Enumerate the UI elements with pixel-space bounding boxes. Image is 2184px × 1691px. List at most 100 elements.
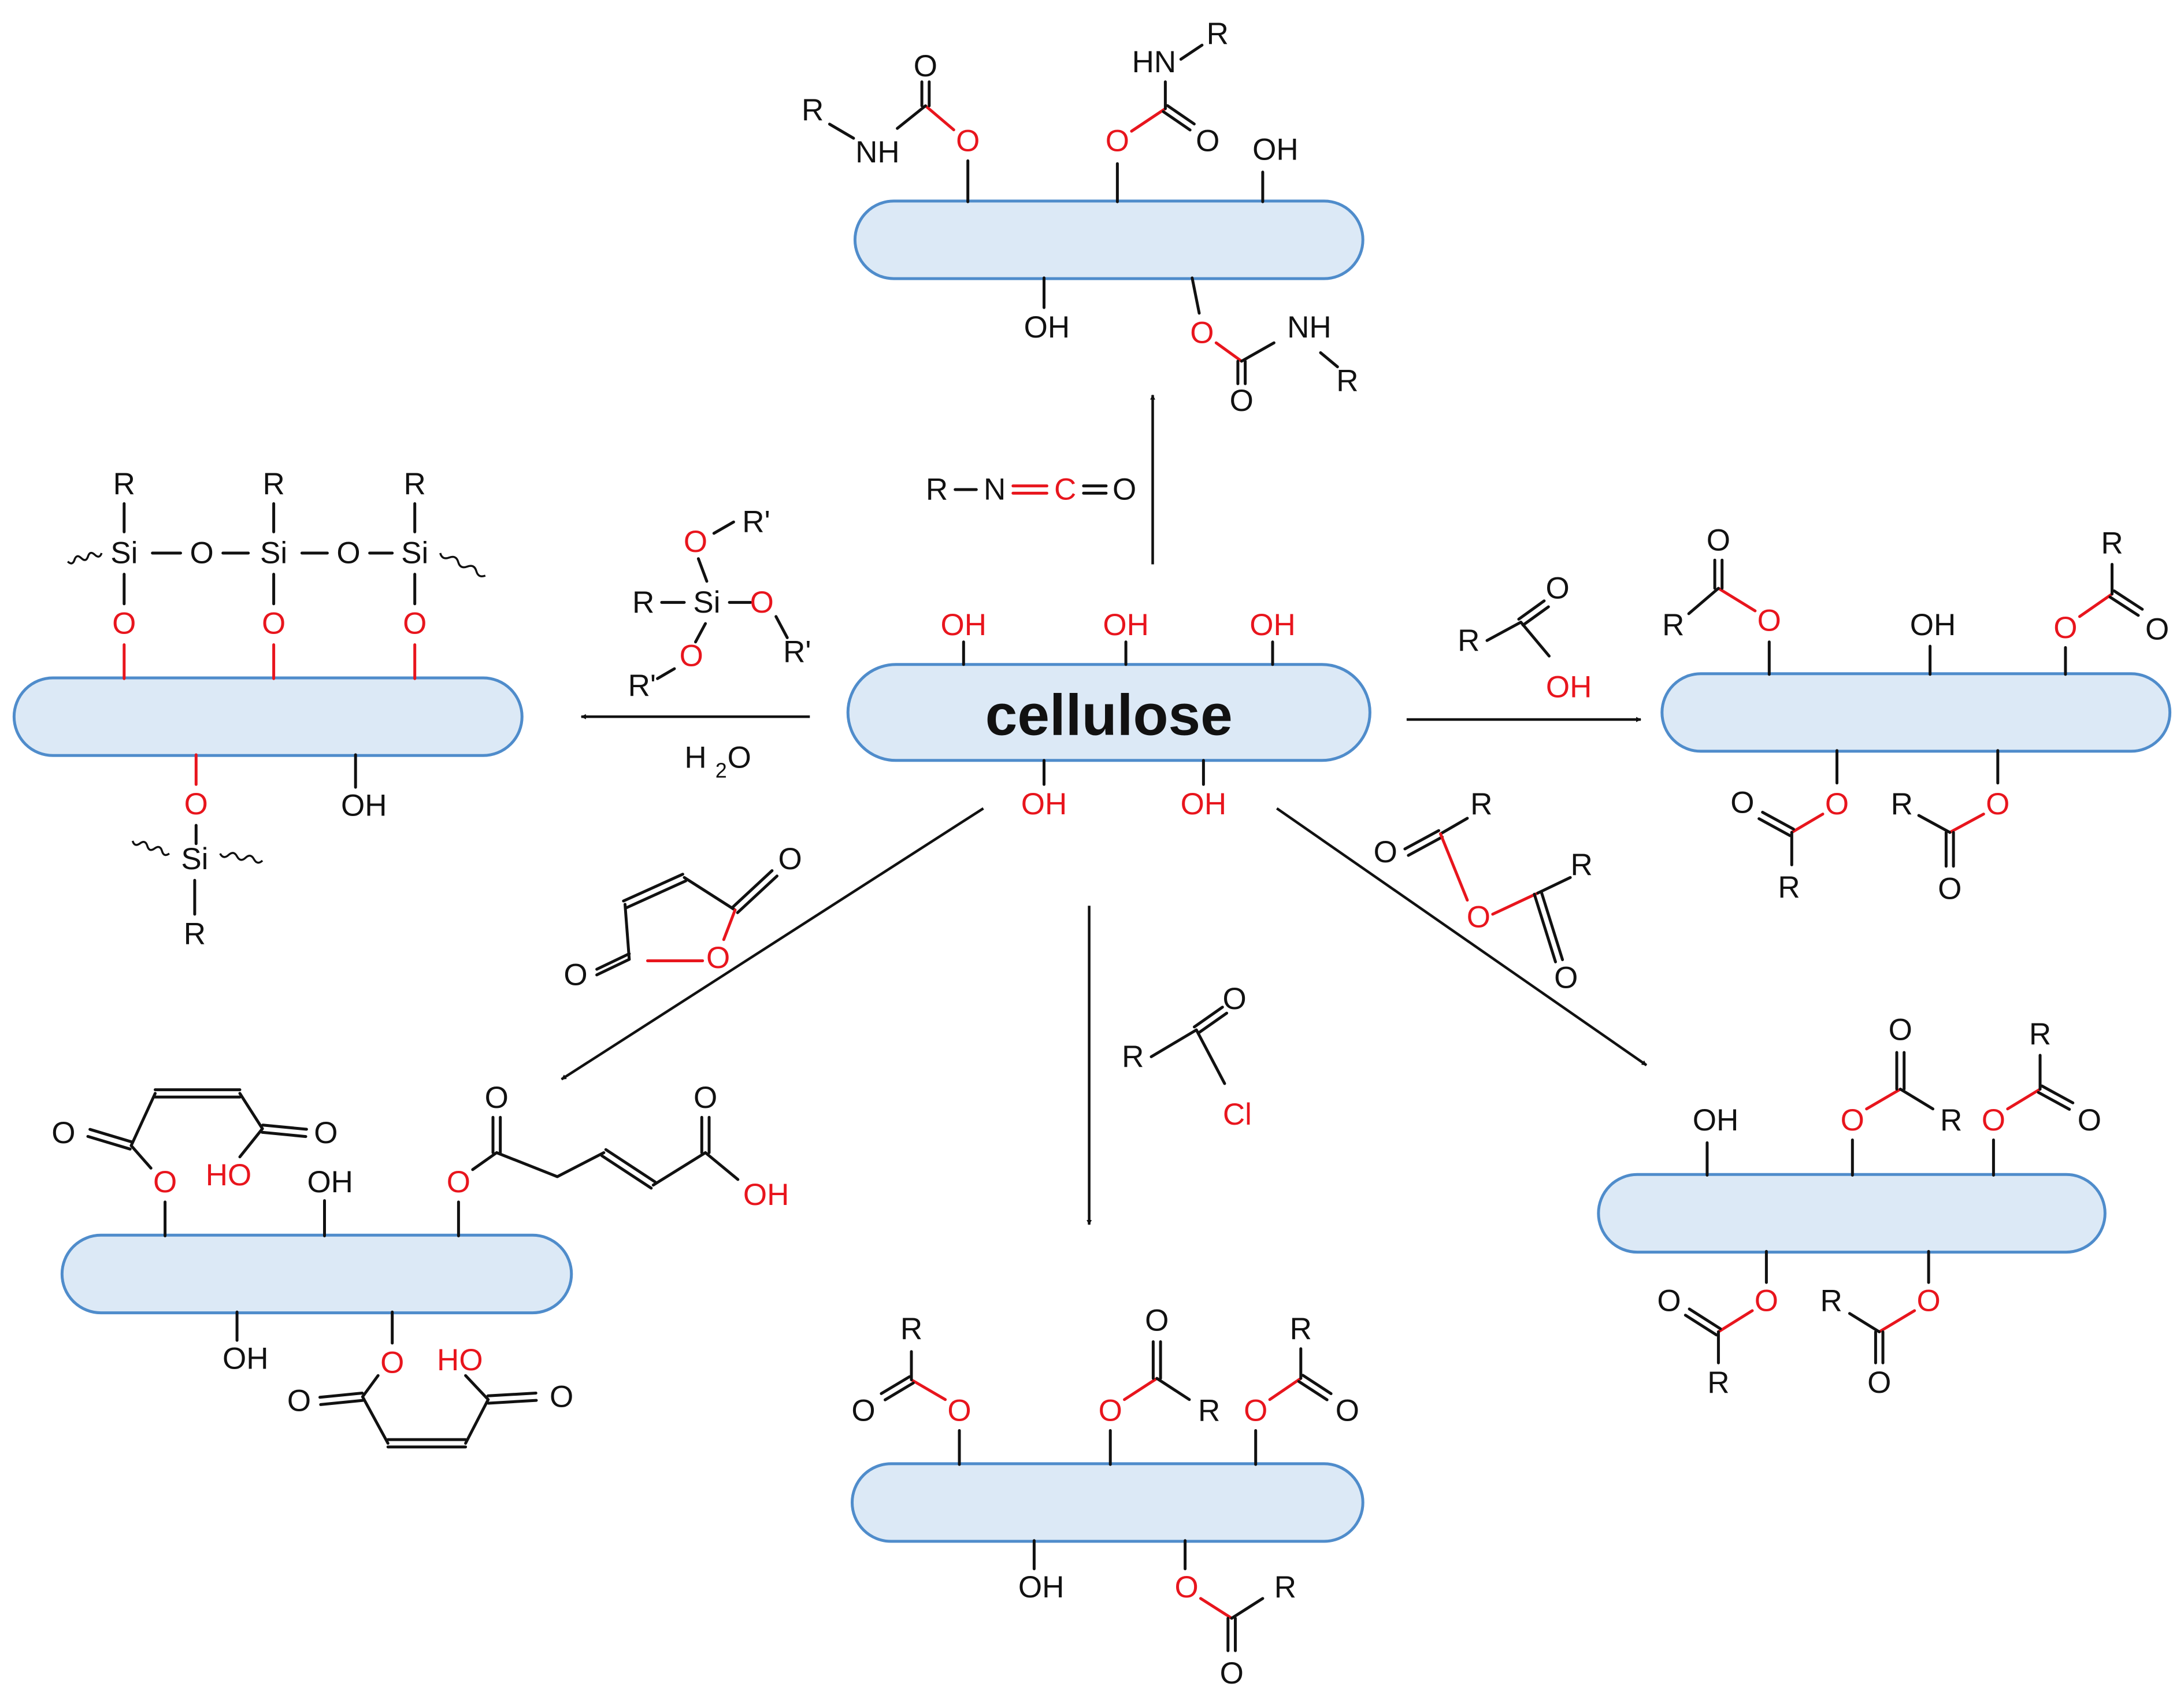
- atom-r: R: [1707, 1366, 1729, 1400]
- atom-o: O: [112, 607, 136, 641]
- anhydride-cc: [625, 879, 688, 910]
- atom-o: O: [1841, 1103, 1864, 1137]
- anhydride-bond: [624, 903, 631, 961]
- atom-n: N: [984, 473, 1006, 507]
- atom-cl: Cl: [1223, 1097, 1252, 1132]
- acid-bond: [1519, 621, 1551, 658]
- carbamate-co: [1162, 110, 1192, 132]
- atom-r: R: [1274, 1570, 1296, 1604]
- atom-o: O: [1707, 524, 1730, 558]
- anh-co: [1407, 835, 1444, 857]
- atom-oh: OH: [1018, 1570, 1065, 1604]
- ester-co: [880, 1375, 911, 1395]
- atom-si: Si: [693, 585, 720, 620]
- atom-ho: HO: [206, 1158, 252, 1192]
- fumarate-bond: [651, 1151, 707, 1187]
- wavy-bond-left: [66, 551, 103, 565]
- arrow-to-maleate: [561, 807, 984, 1081]
- atom-o: O: [380, 1346, 404, 1380]
- ester-bond: [1230, 1597, 1265, 1620]
- atom-o: O: [1916, 1284, 1940, 1318]
- water-h: H: [684, 740, 706, 774]
- atom-o: O: [1986, 787, 2009, 821]
- cellulose-label: cellulose: [985, 683, 1233, 748]
- fumarate-cc: [604, 1148, 657, 1184]
- ester-co: [88, 1128, 134, 1144]
- atom-o: O: [694, 1081, 717, 1115]
- acid-co: [261, 1130, 307, 1139]
- fumarate-bond: [555, 1151, 606, 1178]
- atom-o: O: [1230, 384, 1254, 418]
- atom-oh: OH: [223, 1341, 269, 1375]
- acyl-bond: [1150, 1028, 1198, 1058]
- carbamate-bond: [1214, 341, 1243, 363]
- atom-o: O: [1099, 1394, 1122, 1428]
- atom-o: O: [947, 1394, 971, 1428]
- ester-bond: [1948, 813, 1985, 834]
- anhydride-co: [595, 958, 631, 977]
- anh-bond: [1439, 832, 1469, 902]
- atom-oh: OH: [1252, 132, 1299, 166]
- atom-r: R: [1290, 1312, 1312, 1346]
- atom-o: O: [314, 1116, 338, 1150]
- silane-bond: [712, 520, 735, 535]
- ester-co: [2108, 595, 2140, 617]
- anhydride-co: [731, 869, 774, 909]
- ester-co: [884, 1381, 915, 1401]
- ester-bond: [2006, 1088, 2042, 1111]
- atom-r_prime: R': [783, 635, 811, 669]
- silane-bond: [696, 557, 709, 583]
- carbamate-bond: [828, 123, 855, 140]
- ester-bond: [1687, 587, 1720, 615]
- ester-bond: [361, 1374, 380, 1399]
- atom-r: R: [1207, 17, 1229, 51]
- atom-o: O: [563, 958, 587, 992]
- ester-bond: [2078, 592, 2113, 618]
- arrow-to-ester-anhydride: [1276, 807, 1648, 1066]
- ester-co: [318, 1392, 364, 1399]
- maleate-bond: [361, 1395, 390, 1445]
- atom-oh: OH: [341, 788, 387, 822]
- atom-r: R: [1778, 870, 1800, 904]
- carbamate-co: [1166, 104, 1196, 125]
- fumarate-cc: [600, 1154, 653, 1190]
- atom-r: R: [1470, 787, 1492, 821]
- anh-bond: [1491, 891, 1540, 916]
- atom-r: R: [262, 467, 284, 501]
- carbamate-bond: [896, 104, 927, 130]
- ester-bond: [1716, 587, 1757, 613]
- atom-o: O: [778, 842, 802, 876]
- hydroxyl-bottom-0: OH: [1021, 787, 1067, 821]
- atom-o: O: [1657, 1284, 1681, 1318]
- ester-bond: [910, 1378, 947, 1401]
- atom-r: R: [900, 1312, 922, 1346]
- atom-o: O: [336, 536, 360, 570]
- wavy-bond-bottom-left: [131, 840, 170, 856]
- atom-o: O: [706, 941, 730, 975]
- ester-co: [1688, 1307, 1722, 1330]
- atom-r: R: [1458, 624, 1480, 658]
- atom-oh: OH: [1024, 310, 1070, 344]
- cellulose-chain-ester-chloride: [851, 1462, 1364, 1543]
- cellulose-chain-center: [846, 663, 1371, 762]
- atom-o: O: [262, 607, 285, 641]
- ester-bond: [1123, 1377, 1159, 1401]
- ester-co: [2040, 1084, 2075, 1104]
- carbamate-bond: [1319, 351, 1339, 369]
- ester-co: [319, 1399, 365, 1406]
- atom-o: O: [485, 1081, 509, 1115]
- atom-o: O: [1244, 1394, 1267, 1428]
- carbamate-bond: [1179, 43, 1204, 61]
- acid-co: [1521, 605, 1550, 627]
- fumarate-bond: [495, 1151, 559, 1178]
- atom-o: O: [1757, 604, 1781, 638]
- ester-bond: [129, 1144, 153, 1170]
- atom-o: O: [2078, 1103, 2101, 1137]
- atom-o: O: [914, 49, 937, 83]
- ester-co: [1757, 817, 1792, 837]
- maleate-bond: [464, 1374, 490, 1401]
- acyl-co: [1193, 1006, 1224, 1029]
- atom-r_prime: R': [628, 669, 656, 703]
- atom-o: O: [684, 525, 707, 559]
- atom-o: O: [1938, 872, 1961, 906]
